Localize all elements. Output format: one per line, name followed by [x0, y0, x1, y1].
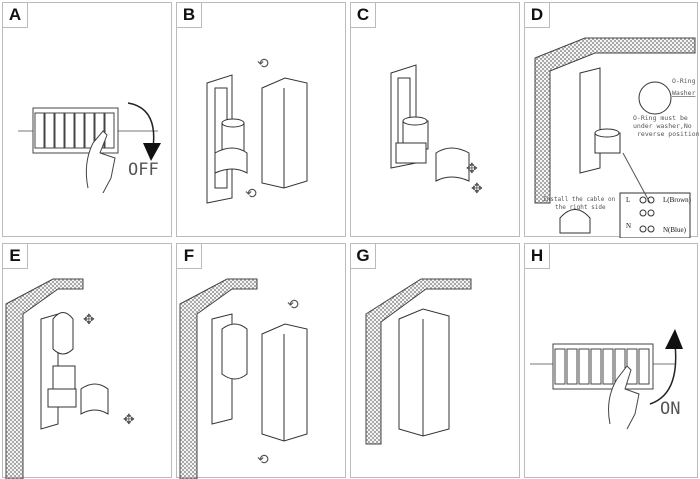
step-label: A [3, 3, 28, 28]
step-h-panel: H ON [524, 243, 698, 478]
remove-cover-illustration: ⟲ ⟲ [206, 56, 308, 204]
step-label: E [3, 244, 28, 269]
step-label: C [351, 3, 376, 28]
washer-label: Washer [672, 89, 696, 97]
breaker-off-illustration: OFF [18, 102, 161, 194]
cable-note-line1: Install the cable on [543, 196, 616, 203]
step-b-panel: B ⟲ ⟲ [176, 2, 346, 237]
step-e-panel: E ✥ ✥ [2, 243, 172, 479]
off-label: OFF [128, 160, 159, 180]
step-label: B [177, 3, 202, 28]
rotate-icon: ⟲ [287, 297, 299, 313]
wire-brown-label: L(Brown) [663, 196, 692, 204]
rotate-icon: ✥ [466, 161, 478, 177]
on-label: ON [660, 399, 680, 419]
step-g-panel: G [350, 243, 520, 478]
attach-cover-illustration: ⟲ ⟲ [179, 278, 308, 479]
step-f-panel: F ⟲ ⟲ [176, 243, 346, 479]
install-bulb-illustration: ✥ ✥ [5, 278, 135, 479]
step-label: F [177, 244, 202, 269]
rotate-icon: ⟲ [257, 56, 269, 72]
rotate-icon: ⟲ [257, 452, 269, 468]
rotate-icon: ✥ [471, 181, 483, 197]
terminal-l-label: L [626, 196, 630, 204]
breaker-on-illustration: ON [530, 329, 683, 430]
cable-note-line2: the right side [555, 204, 606, 211]
o-ring-label: O-Ring [672, 77, 696, 85]
remove-base-illustration: ✥ ✥ [390, 64, 483, 197]
step-label: H [525, 244, 550, 269]
rotate-icon: ✥ [83, 312, 95, 328]
step-d-panel: D O-Ring Washer O-Ring must be under was… [524, 2, 699, 238]
oring-note-line1: O-Ring must be [633, 114, 688, 122]
wall-mounting-wiring-illustration: O-Ring Washer O-Ring must be under washe… [534, 37, 699, 238]
oring-note-line3: reverse position [637, 130, 699, 138]
terminal-n-label: N [626, 222, 631, 230]
step-label: G [351, 244, 376, 269]
step-c-panel: C ✥ ✥ [350, 2, 520, 237]
step-label: D [525, 3, 550, 28]
finished-fixture-illustration [365, 278, 472, 445]
rotate-icon: ⟲ [245, 186, 257, 202]
rotate-icon: ✥ [123, 412, 135, 428]
step-a-panel: A OFF [2, 2, 172, 237]
oring-note-line2: under washer,No [633, 122, 692, 130]
wire-blue-label: N(Blue) [663, 226, 687, 234]
